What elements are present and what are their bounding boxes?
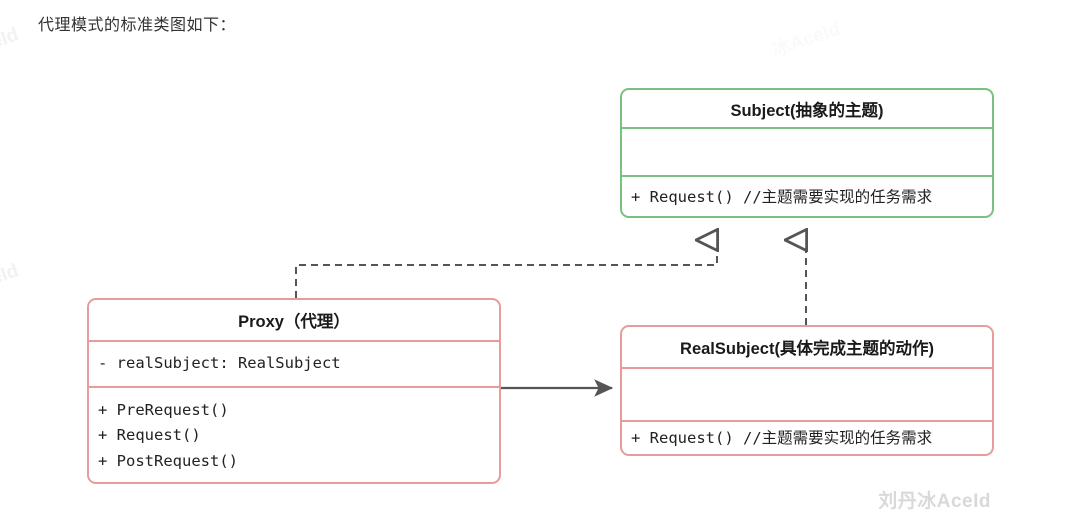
class-attributes-realsubject <box>622 369 992 420</box>
class-box-subject[interactable]: Subject(抽象的主题) + Request() //主题需要实现的任务需求 <box>620 88 994 218</box>
class-divider <box>622 367 992 369</box>
class-name-proxy: Proxy（代理） <box>238 313 350 331</box>
page-title: 代理模式的标准类图如下： <box>38 17 237 34</box>
class-box-proxy[interactable]: Proxy（代理） - realSubject: RealSubject + P… <box>87 298 501 484</box>
class-divider <box>89 340 499 342</box>
class-member: + Request() //主题需要实现的任务需求 <box>631 429 933 448</box>
class-member: + Request() <box>98 426 201 445</box>
class-methods-proxy: + PreRequest() + Request() + PostRequest… <box>89 388 499 482</box>
class-attributes-subject <box>622 129 992 175</box>
class-attributes-proxy: - realSubject: RealSubject <box>89 342 499 386</box>
class-divider <box>89 386 499 388</box>
class-member: + PreRequest() <box>98 401 229 420</box>
class-divider <box>622 127 992 129</box>
class-member: + PostRequest() <box>98 451 238 470</box>
class-name-subject: Subject(抽象的主题) <box>730 101 884 120</box>
edge-proxy-realizes-subject <box>295 240 717 298</box>
class-methods-subject: + Request() //主题需要实现的任务需求 <box>622 177 992 216</box>
class-name-realsubject: RealSubject(具体完成主题的动作) <box>680 340 934 358</box>
class-divider <box>622 175 992 177</box>
class-member: - realSubject: RealSubject <box>98 354 341 373</box>
class-divider <box>622 420 992 422</box>
watermark-main: 刘丹冰AceId <box>878 491 991 512</box>
class-member: + Request() //主题需要实现的任务需求 <box>631 187 933 206</box>
class-methods-realsubject: + Request() //主题需要实现的任务需求 <box>622 422 992 454</box>
class-box-realsubject[interactable]: RealSubject(具体完成主题的动作) + Request() //主题需… <box>620 325 994 456</box>
